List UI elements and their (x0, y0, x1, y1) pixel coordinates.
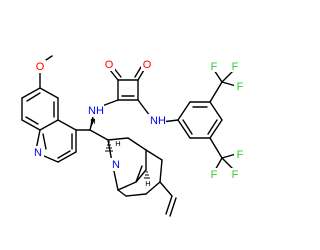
bond (221, 153, 237, 159)
atom-nh-right-h: H (158, 115, 166, 127)
bond (39, 119, 59, 131)
bond (127, 137, 147, 151)
bond (159, 159, 163, 183)
atom-f-bottom-2: F (211, 169, 218, 181)
bond (159, 181, 173, 197)
atom-n-quinoline: N (34, 147, 42, 159)
atom-f-top-3: F (237, 81, 244, 93)
atom-nh-left-n: N (88, 105, 96, 117)
bond (221, 81, 237, 87)
bond-double-inner (25, 116, 39, 125)
atom-o-carbonyl-right: O (143, 59, 152, 71)
atom-f-top-2: F (232, 61, 239, 73)
bond-double-inner (134, 66, 142, 78)
bond (117, 181, 137, 191)
atom-nh-right-n: N (150, 115, 158, 127)
atom-h-stereo-bottom: H (145, 179, 150, 188)
bond (109, 69, 119, 81)
molecule-diagram: O O O N N N H N H H H H F F F F F F (21, 55, 244, 217)
bond (89, 129, 109, 141)
bond (145, 149, 163, 161)
stereo-hash-bond (105, 141, 113, 152)
stereo-hash-bond (144, 171, 150, 179)
atom-o-carbonyl-left: O (105, 59, 114, 71)
stereo-wedge (90, 118, 95, 130)
bond (137, 99, 151, 117)
bond-layer (21, 55, 237, 217)
bond (209, 119, 223, 139)
bond-double-inner (207, 119, 218, 135)
bond (135, 169, 147, 183)
bond (39, 87, 59, 99)
bond (125, 193, 147, 197)
atom-h-stereo-left: H (90, 117, 95, 126)
bond (57, 151, 77, 163)
bond (177, 119, 191, 139)
bond-double-inner (182, 119, 193, 135)
bond (117, 189, 127, 197)
bond-double-inner (42, 133, 47, 150)
atom-nh-left-h: H (96, 105, 104, 117)
bond (21, 87, 41, 99)
bond (135, 165, 143, 183)
bond (209, 81, 223, 103)
bond (43, 155, 59, 163)
atom-o-methoxy: O (36, 61, 45, 73)
bond-double-inner (169, 197, 177, 217)
bond (165, 195, 173, 215)
bond (57, 119, 77, 131)
atom-f-top-1: F (211, 61, 218, 73)
bond (137, 69, 145, 81)
bond (145, 181, 161, 195)
bond-double-inner (26, 92, 41, 102)
bond-double-inner (57, 150, 71, 159)
atom-f-bottom-1: F (237, 149, 244, 161)
bond (177, 101, 191, 121)
atom-h-stereo-center: H (115, 139, 120, 148)
atom-n-bridgehead: N (112, 159, 120, 171)
bond (107, 137, 129, 141)
bond (101, 99, 119, 107)
bond (21, 119, 41, 131)
bond (209, 101, 223, 121)
bond (209, 137, 223, 159)
atom-f-bottom-3: F (232, 169, 239, 181)
molecule-svg: O O O N N N H N H H H H F F F F F F (21, 55, 244, 217)
